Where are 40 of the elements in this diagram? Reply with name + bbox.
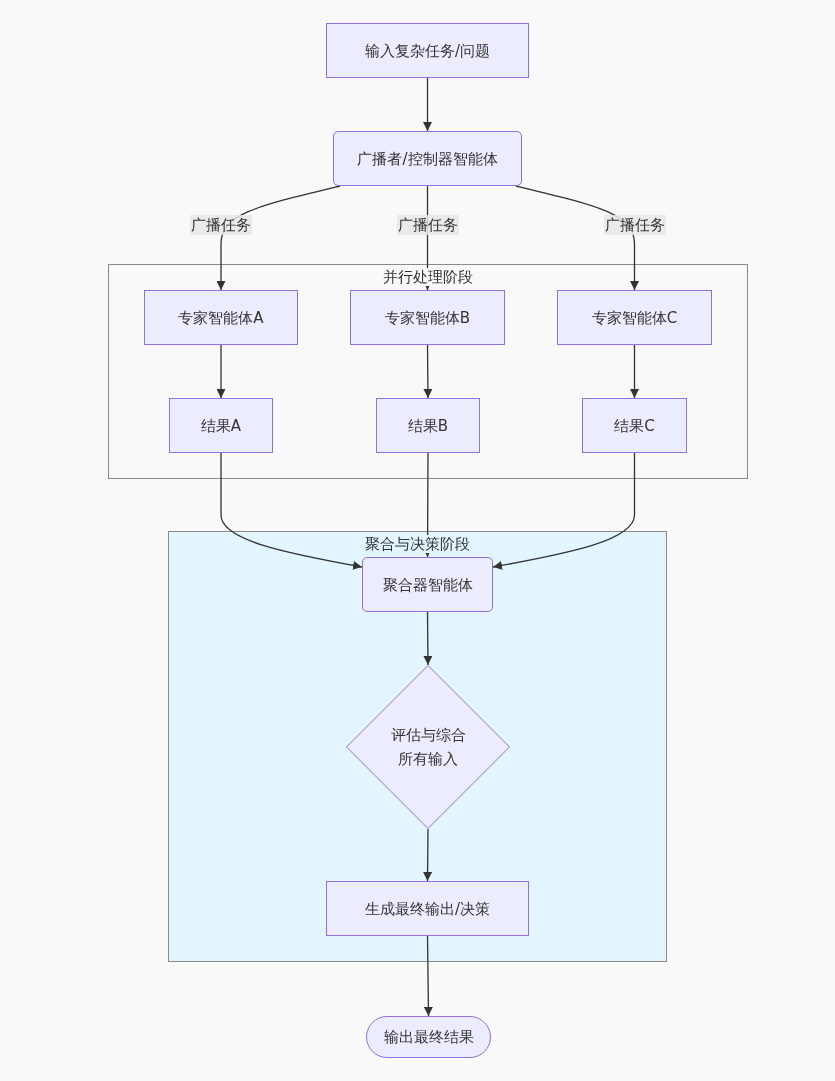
process-box	[326, 881, 529, 936]
node-label: 输入复杂任务/问题	[364, 40, 491, 62]
arrow	[220, 452, 363, 570]
node-label: 评估与综合所有输入	[389, 725, 467, 770]
arrow	[423, 611, 433, 666]
process-box	[333, 131, 522, 186]
arrow	[423, 935, 433, 1017]
decision-diamond	[346, 665, 510, 829]
node-label: 结果A	[200, 415, 242, 437]
arrow	[423, 77, 432, 132]
process-box	[582, 398, 687, 453]
process-box	[362, 557, 493, 612]
arrow	[423, 344, 433, 399]
arrow	[216, 344, 226, 399]
arrow	[423, 828, 433, 882]
group-title: 聚合与决策阶段	[363, 535, 472, 553]
node-label: 输出最终结果	[383, 1027, 474, 1048]
terminal-box	[366, 1016, 491, 1058]
node-label: 结果C	[614, 415, 655, 437]
node-label: 专家智能体A	[178, 307, 264, 329]
process-box	[350, 290, 505, 345]
process-box	[376, 398, 480, 453]
node-label: 广播者/控制器智能体	[357, 148, 498, 170]
group-panel	[108, 264, 748, 479]
arrow	[492, 452, 636, 570]
node-label: 结果B	[407, 415, 449, 437]
group-title: 并行处理阶段	[381, 268, 475, 286]
node-label: 专家智能体B	[384, 307, 471, 329]
edge-label: 广播任务	[190, 215, 252, 235]
process-box	[326, 23, 529, 78]
edge-label: 广播任务	[603, 215, 666, 235]
process-box	[169, 398, 273, 453]
process-box	[557, 290, 712, 345]
arrow	[630, 344, 639, 399]
process-box	[144, 290, 298, 345]
node-label: 聚合器智能体	[382, 574, 473, 596]
group-panel	[168, 531, 667, 962]
node-label: 专家智能体C	[591, 307, 678, 329]
node-label: 生成最终输出/决策	[364, 898, 491, 920]
edge-label: 广播任务	[396, 215, 459, 235]
